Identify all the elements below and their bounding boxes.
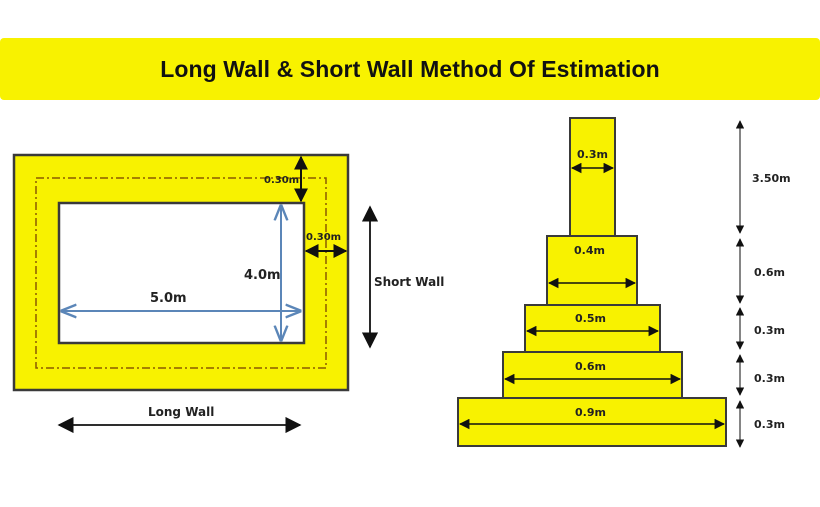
height-label: 0.6m: [754, 266, 785, 279]
center-line: [35, 177, 327, 369]
step-width-label: 0.5m: [575, 312, 606, 325]
diagram-title: Long Wall & Short Wall Method Of Estimat…: [160, 55, 660, 82]
step-width-label: 0.3m: [577, 148, 608, 161]
step-width-label: 0.6m: [575, 360, 606, 373]
plinth-step-0.4: [546, 235, 638, 306]
height-label: 0.3m: [754, 418, 785, 431]
long-wall-label: Long Wall: [148, 405, 214, 419]
footing-step-0.6: [502, 351, 683, 399]
height-label: 3.50m: [752, 172, 791, 185]
height-label: 0.3m: [754, 372, 785, 385]
internal-length-label: 5.0m: [150, 291, 187, 306]
superstructure-wall-0.3: [569, 117, 616, 237]
step-width-label: 0.4m: [574, 244, 605, 257]
title-banner: Long Wall & Short Wall Method Of Estimat…: [0, 38, 820, 100]
internal-width-label: 4.0m: [244, 268, 281, 283]
short-wall-label: Short Wall: [374, 275, 444, 289]
side-thickness-label: 0.30m: [306, 232, 341, 243]
height-label: 0.3m: [754, 324, 785, 337]
plan-view: 5.0m 4.0m 0.30m 0.30m Short Wall Long Wa…: [12, 153, 444, 434]
section-view: 0.3m 0.4m 0.5m 0.6m 0.9m 3.50m 0.6m 0.3m…: [457, 117, 791, 448]
step-width-label: 0.9m: [575, 406, 606, 419]
inner-room: [57, 201, 306, 345]
top-thickness-label: 0.30m: [264, 175, 299, 186]
